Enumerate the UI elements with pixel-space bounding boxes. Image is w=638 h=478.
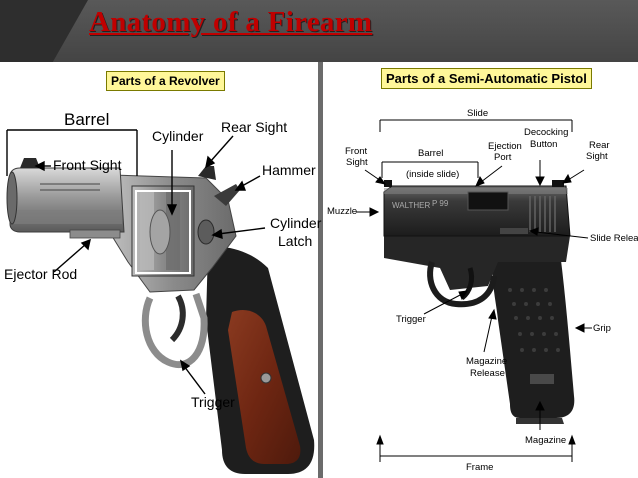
pistol-panel-title: Parts of a Semi-Automatic Pistol [381, 68, 592, 89]
label-cylinder-latch-line2: Latch [278, 233, 313, 249]
svg-text:WALTHER: WALTHER [392, 201, 430, 210]
label-hammer: Hammer [262, 162, 316, 178]
label-barrel-note: (inside slide) [406, 169, 460, 180]
label-magazine: Magazine [525, 435, 567, 446]
label-ejection-port-line1: Ejection [488, 141, 522, 152]
label-magazine-release-line1: Magazine [466, 356, 508, 367]
panel-divider [318, 62, 323, 478]
svg-text:P 99: P 99 [432, 199, 449, 208]
label-ejection-port-line2: Port [494, 152, 512, 163]
label-front-sight-line2: Sight [346, 157, 368, 168]
pistol-illustration: WALTHER P 99 [356, 119, 592, 462]
label-barrel: Barrel [64, 110, 110, 129]
label-rear-sight-line1: Rear [589, 140, 610, 151]
slide-title: Anatomy of a Firearm [89, 6, 373, 38]
label-front-sight-line1: Front [345, 146, 368, 157]
label-ejector-rod: Ejector Rod [4, 266, 78, 282]
label-barrel: Barrel [418, 148, 444, 159]
revolver-illustration [6, 129, 315, 474]
label-rear-sight-line2: Sight [586, 151, 608, 162]
label-decocking-button-line1: Decocking [524, 127, 569, 138]
title-bar [0, 0, 638, 62]
label-trigger: Trigger [396, 314, 426, 325]
label-muzzle: Muzzle [327, 206, 358, 217]
label-cylinder-latch-line1: Cylinder [270, 215, 322, 231]
revolver-panel-title: Parts of a Revolver [106, 71, 225, 91]
label-decocking-button-line2: Button [530, 139, 558, 150]
label-cylinder: Cylinder [152, 128, 204, 144]
label-rear-sight: Rear Sight [221, 119, 288, 135]
label-magazine-release-line2: Release [470, 368, 505, 379]
label-slide-release: Slide Release [590, 233, 638, 244]
label-frame: Frame [466, 462, 494, 473]
label-grip: Grip [593, 323, 611, 334]
label-slide: Slide [467, 108, 489, 119]
label-front-sight: Front Sight [53, 157, 122, 173]
label-trigger: Trigger [191, 394, 235, 410]
